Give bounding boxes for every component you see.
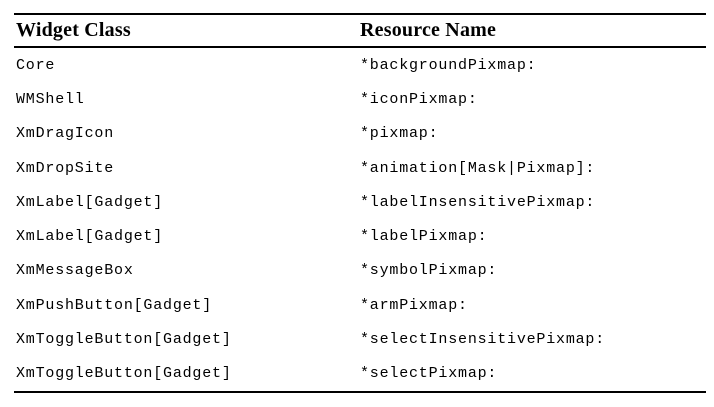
widget-class-cell: XmDropSite	[16, 159, 115, 177]
resource-name-cell: *pixmap:	[360, 125, 439, 143]
table-body: Core *backgroundPixmap: WMShell *iconPix…	[14, 48, 706, 391]
table-row: Core *backgroundPixmap:	[14, 48, 706, 82]
widget-class-cell: XmDragIcon	[16, 125, 115, 143]
pixmap-resource-table: Widget Class Resource Name Core *backgro…	[14, 13, 706, 393]
table-top-rule	[14, 13, 706, 15]
widget-class-cell: WMShell	[16, 90, 85, 108]
resource-name-cell: *animation[Mask|Pixmap]:	[360, 159, 596, 177]
table-row: XmMessageBox *symbolPixmap:	[14, 254, 706, 288]
table-header-row: Widget Class Resource Name	[14, 15, 706, 46]
widget-class-cell: XmPushButton[Gadget]	[16, 296, 213, 314]
table-row: XmDropSite *animation[Mask|Pixmap]:	[14, 151, 706, 185]
resource-name-cell: *labelInsensitivePixmap:	[360, 193, 596, 211]
widget-class-cell: XmLabel[Gadget]	[16, 193, 164, 211]
column-header-resource-name: Resource Name	[360, 19, 497, 41]
table-row: XmDragIcon *pixmap:	[14, 117, 706, 151]
table-row: XmLabel[Gadget] *labelPixmap:	[14, 219, 706, 253]
table-row: WMShell *iconPixmap:	[14, 82, 706, 116]
widget-class-cell: XmToggleButton[Gadget]	[16, 331, 232, 349]
resource-name-cell: *armPixmap:	[360, 296, 468, 314]
table-row: XmToggleButton[Gadget] *selectInsensitiv…	[14, 322, 706, 356]
resource-name-cell: *selectPixmap:	[360, 365, 498, 383]
table-bottom-rule	[14, 390, 706, 393]
widget-class-cell: XmMessageBox	[16, 262, 134, 280]
widget-class-cell: Core	[16, 56, 56, 74]
table-row: XmToggleButton[Gadget] *selectPixmap:	[14, 357, 706, 391]
resource-name-cell: *iconPixmap:	[360, 90, 478, 108]
widget-class-cell: XmLabel[Gadget]	[16, 228, 164, 246]
widget-class-cell: XmToggleButton[Gadget]	[16, 365, 232, 383]
resource-name-cell: *backgroundPixmap:	[360, 56, 537, 74]
resource-name-cell: *labelPixmap:	[360, 228, 488, 246]
resource-name-cell: *selectInsensitivePixmap:	[360, 331, 606, 349]
resource-name-cell: *symbolPixmap:	[360, 262, 498, 280]
column-header-widget-class: Widget Class	[16, 19, 131, 41]
table-row: XmPushButton[Gadget] *armPixmap:	[14, 288, 706, 322]
table-row: XmLabel[Gadget] *labelInsensitivePixmap:	[14, 185, 706, 219]
table-header-rule	[14, 46, 706, 48]
